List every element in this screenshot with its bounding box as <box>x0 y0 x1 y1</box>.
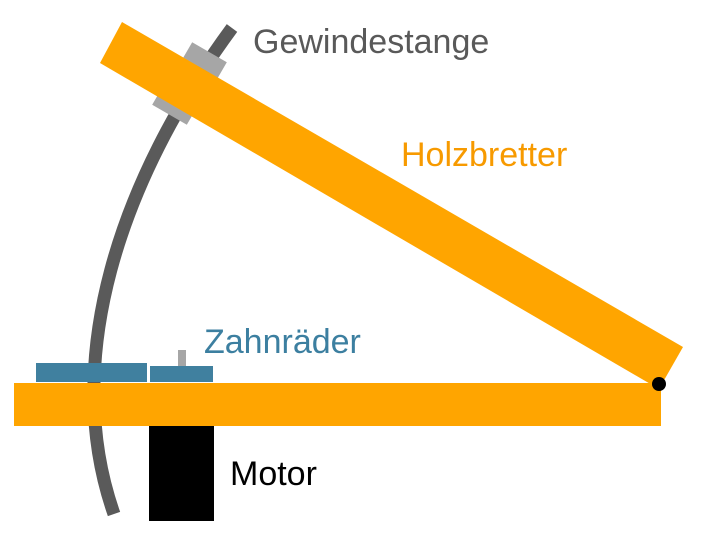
label-holzbretter: Holzbretter <box>401 136 567 174</box>
gear-small <box>150 366 213 382</box>
label-zahnraeder: Zahnräder <box>204 323 361 361</box>
motor-block <box>149 426 214 521</box>
hinge-point <box>652 377 666 391</box>
lower-wooden-board <box>14 383 661 426</box>
upper-wooden-board <box>100 22 683 389</box>
label-motor: Motor <box>230 455 317 493</box>
label-gewindestange: Gewindestange <box>253 23 489 61</box>
rod-nut-upper <box>183 42 227 78</box>
gear-large <box>36 363 147 382</box>
